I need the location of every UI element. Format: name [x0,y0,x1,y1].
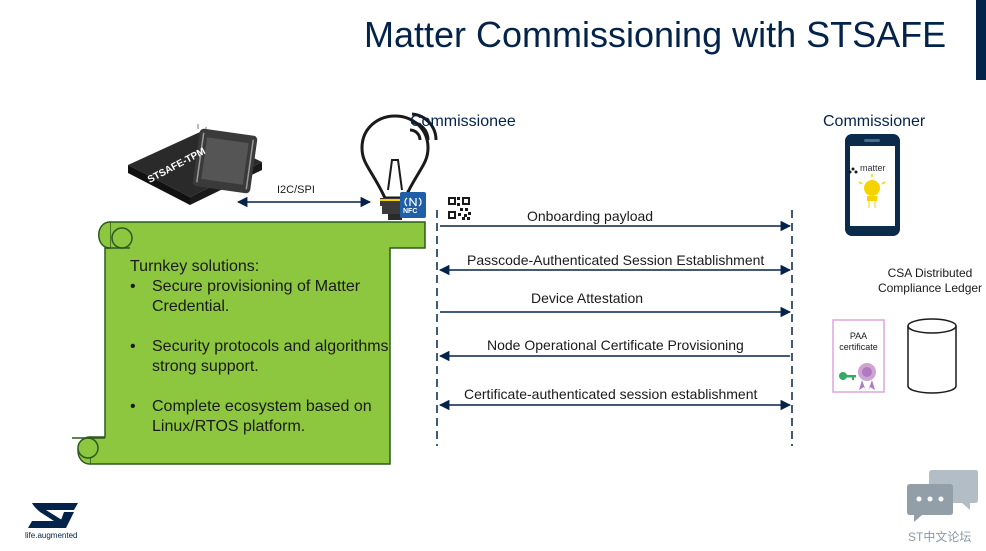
message-label: Passcode-Authenticated Session Establish… [467,252,765,268]
page-title: Matter Commissioning with STSAFE [364,14,947,55]
commissioner-label: Commissioner [823,113,926,130]
st-logo-icon [28,503,78,528]
message-label: Certificate-authenticated session establ… [464,386,758,402]
lightbulb-icon [360,114,430,220]
list-item: Security protocols and algorithms strong… [130,337,392,377]
paa-certificate-icon [832,319,885,393]
ledger-line2: Compliance Ledger [877,281,983,295]
commissionee-label: Commissionee [410,113,516,130]
wireless-signal-icon [409,112,438,141]
logo-tagline: life.augmented [25,531,78,540]
list-item: Secure provisioning of Matter Credential… [130,277,392,317]
paa-line2: certificate [839,342,878,352]
paa-label: PAA certificate [833,331,884,353]
chat-watermark-icon [907,470,978,522]
nfc-label: NFC [403,208,418,215]
watermark-text: ST中文论坛 [908,530,972,544]
message-label: Node Operational Certificate Provisionin… [487,337,744,353]
message-label: Onboarding payload [527,208,654,224]
list-item: Complete ecosystem based on Linux/RTOS p… [130,397,392,437]
message-label: Device Attestation [531,290,644,306]
database-icon [907,318,957,394]
stsafe-chip-icon [128,124,262,205]
scroll-content: Turnkey solutions: Secure provisioning o… [130,257,392,457]
nfc-badge-icon [400,192,426,218]
smartphone-icon [845,134,900,236]
bus-label: I2C/SPI [277,184,315,196]
ledger-label: CSA Distributed Compliance Ledger [874,266,986,296]
paa-line1: PAA [849,331,868,341]
title-accent-bar [976,0,986,80]
ledger-line1: CSA Distributed [887,266,973,280]
scroll-bullet-list: Secure provisioning of Matter Credential… [130,277,392,437]
qr-code-icon [448,197,471,220]
scroll-heading: Turnkey solutions: [130,258,260,275]
phone-app-label: matter [860,163,886,173]
